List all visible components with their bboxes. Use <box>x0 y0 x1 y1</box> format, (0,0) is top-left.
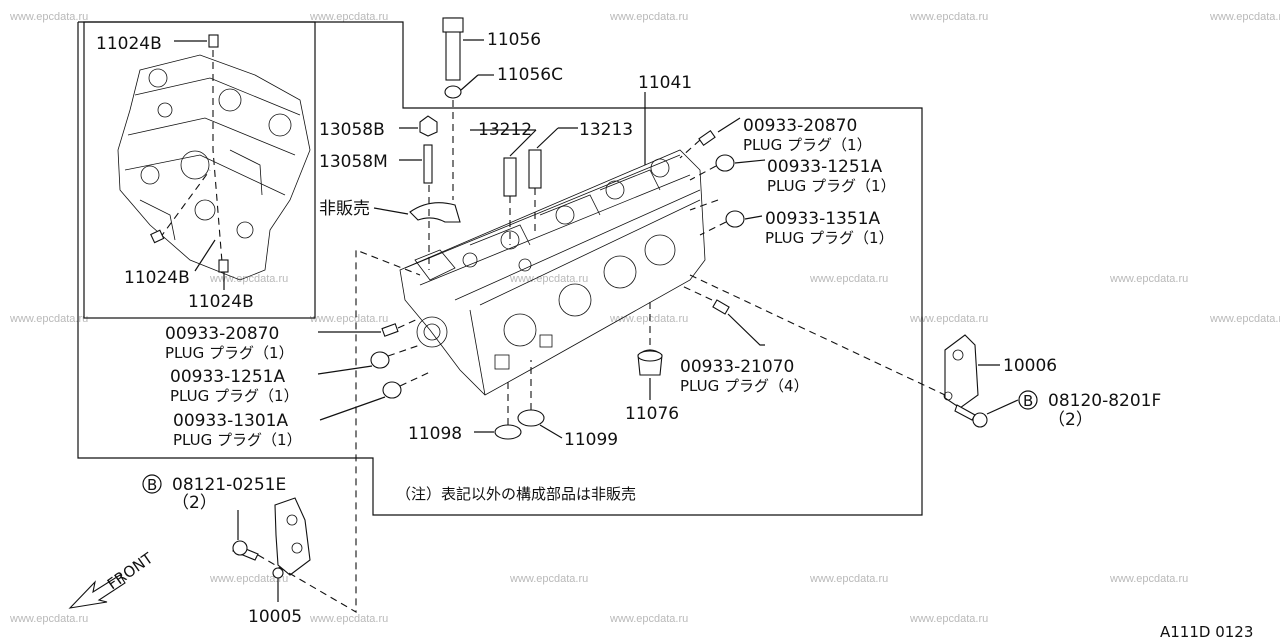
part-label: 13212 <box>478 120 532 140</box>
dowel-pin-bottom-icon <box>218 259 229 273</box>
part-desc: PLUG プラグ（1） <box>765 229 894 247</box>
circled-b-letter: B <box>1023 392 1033 410</box>
watermark: www.epcdata.ru <box>909 313 988 325</box>
plug-cup-icon <box>715 154 735 172</box>
engine-block-illustration <box>117 50 311 281</box>
part-label: 11076 <box>625 404 679 424</box>
part-label: 00933-1301A <box>173 411 288 431</box>
part-qty: （2） <box>172 493 217 513</box>
part-label: 00933-21070 <box>680 357 794 377</box>
watermark: www.epcdata.ru <box>609 313 688 325</box>
part-label: 10005 <box>248 607 302 627</box>
front-arrow-icon <box>68 574 126 609</box>
watermark: www.epcdata.ru <box>909 11 988 23</box>
part-label: 10006 <box>1003 356 1057 376</box>
part-desc: PLUG プラグ（4） <box>680 377 809 395</box>
watermark: www.epcdata.ru <box>1209 11 1280 23</box>
part-label: 13213 <box>579 120 633 140</box>
bolt-icon <box>954 404 976 421</box>
o-ring-icon <box>494 424 522 440</box>
part-label: 11024B <box>188 292 254 312</box>
plug-cup-icon <box>370 351 390 369</box>
part-desc: PLUG プラグ（1） <box>743 136 872 154</box>
part-desc: PLUG プラグ（1） <box>170 387 299 405</box>
part-label: 00933-20870 <box>165 324 279 344</box>
stud-icon <box>423 144 433 184</box>
watermark: www.epcdata.ru <box>309 313 388 325</box>
watermark: www.epcdata.ru <box>809 273 888 285</box>
watermark: www.epcdata.ru <box>509 273 588 285</box>
watermark: www.epcdata.ru <box>1209 313 1280 325</box>
part-label: 00933-1251A <box>170 367 285 387</box>
part-label: 11099 <box>564 430 618 450</box>
watermark: www.epcdata.ru <box>609 11 688 23</box>
plug-small-icon <box>381 323 399 337</box>
watermark: www.epcdata.ru <box>1109 573 1188 585</box>
plug-cup-icon <box>382 381 402 399</box>
part-label: 13058M <box>319 152 388 172</box>
part-qty: （2） <box>1048 410 1093 430</box>
part-label: 11056C <box>497 65 563 85</box>
washer-icon <box>444 85 462 99</box>
part-desc: PLUG プラグ（1） <box>165 344 294 362</box>
valve-guide-exhaust-icon <box>528 149 542 189</box>
circled-b-marker <box>142 474 162 494</box>
watermark: www.epcdata.ru <box>309 613 388 625</box>
plug-small-icon <box>712 299 730 315</box>
watermark: www.epcdata.ru <box>9 11 88 23</box>
part-label: 11024B <box>124 268 190 288</box>
part-label: 11041 <box>638 73 692 93</box>
watermark: www.epcdata.ru <box>9 313 88 325</box>
note-text: （注）表記以外の構成部品は非販売 <box>396 485 636 503</box>
part-label: 00933-20870 <box>743 116 857 136</box>
watermark: www.epcdata.ru <box>209 273 288 285</box>
watermark: www.epcdata.ru <box>9 613 88 625</box>
valve-guide-intake-icon <box>503 157 517 197</box>
part-desc: PLUG プラグ（1） <box>767 177 896 195</box>
cylinder-head-illustration <box>399 149 706 396</box>
circled-b-letter: B <box>147 476 157 494</box>
part-label: 11056 <box>487 30 541 50</box>
nut-icon <box>419 115 438 137</box>
part-desc: PLUG プラグ（1） <box>173 431 302 449</box>
watermark: www.epcdata.ru <box>909 613 988 625</box>
watermark: www.epcdata.ru <box>809 573 888 585</box>
cam-cap-icon <box>409 202 461 223</box>
plug-small-icon <box>698 129 716 147</box>
part-label: 13058B <box>319 120 385 140</box>
inset-frame <box>83 21 316 319</box>
part-label: 11098 <box>408 424 462 444</box>
part-label: 00933-1251A <box>767 157 882 177</box>
circled-b-marker <box>1018 390 1038 410</box>
assembly-frame <box>77 21 923 516</box>
watermark: www.epcdata.ru <box>309 11 388 23</box>
part-label: 00933-1351A <box>765 209 880 229</box>
part-label: 11024B <box>96 34 162 54</box>
not-for-sale-label: 非販売 <box>319 199 370 219</box>
part-label: 08121-0251E <box>172 475 286 495</box>
watermark: www.epcdata.ru <box>209 573 288 585</box>
dowel-pin-top-icon <box>208 34 219 48</box>
bolt-head-icon <box>442 17 464 33</box>
part-label: 08120-8201F <box>1048 391 1161 411</box>
seal-ring-icon <box>517 409 545 427</box>
dowel-pin-left-icon <box>150 229 165 244</box>
figure-code: A111D 0123 <box>1160 623 1253 640</box>
watermark: www.epcdata.ru <box>1109 273 1188 285</box>
watermark: www.epcdata.ru <box>609 613 688 625</box>
plug-cup-icon <box>725 210 745 228</box>
bracket-10005-icon <box>274 497 311 576</box>
front-label: FRONT <box>104 549 157 594</box>
watermark: www.epcdata.ru <box>509 573 588 585</box>
bracket-10006-icon <box>944 334 979 409</box>
